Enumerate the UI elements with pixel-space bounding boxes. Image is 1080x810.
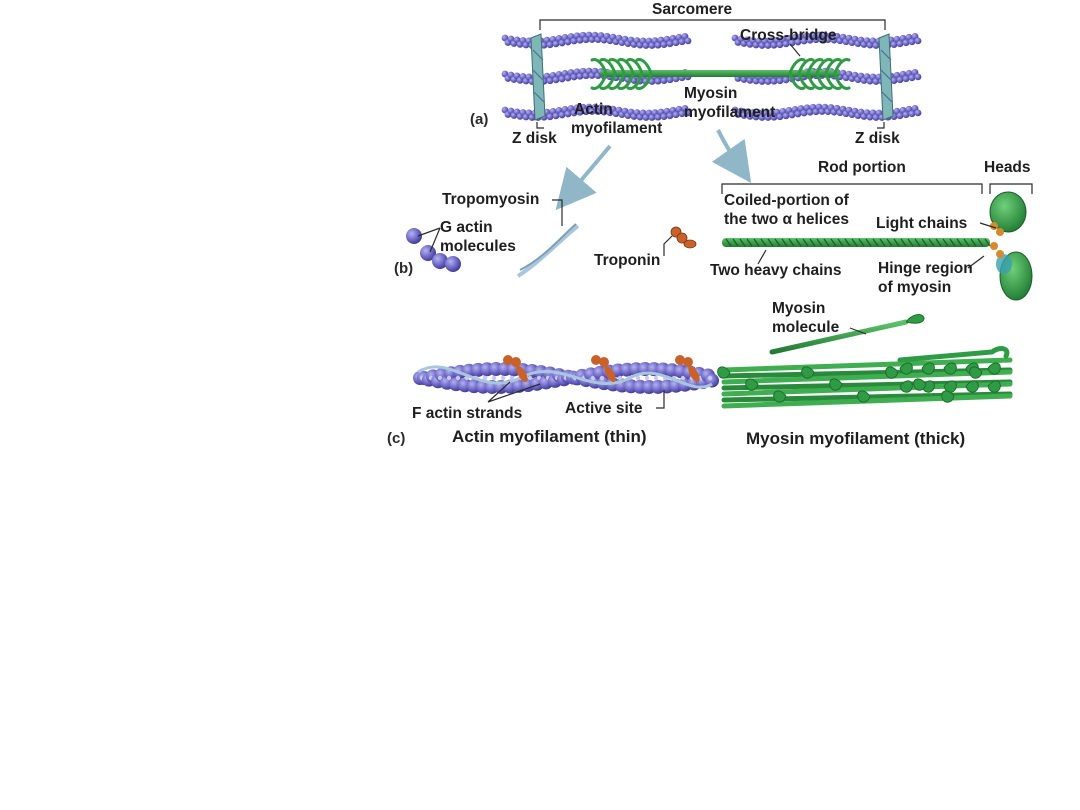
sarcomere-panel: Sarcomere Cross-bridge (a) Z disk Z disk… <box>470 1 922 147</box>
heads-bracket <box>989 183 1033 194</box>
heads-label: Heads <box>984 159 1031 176</box>
myosin-molecule-label-1: Myosin <box>772 300 825 317</box>
two-heavy-chains-label: Two heavy chains <box>710 262 842 279</box>
tropomyosin-label: Tropomyosin <box>442 191 539 208</box>
cross-bridge-heads <box>590 58 851 90</box>
g-actin-label-1: G actin <box>440 219 493 236</box>
thick-filament-caption: Myosin myofilament (thick) <box>746 429 965 448</box>
myosin-molecule <box>769 314 925 355</box>
hinge-region-label-1: Hinge region <box>878 260 973 277</box>
coiled-portion-label-1: Coiled-portion of <box>724 192 850 209</box>
f-actin-thin-filament <box>413 355 719 394</box>
rod-helix-pattern <box>725 238 991 247</box>
g-actin-label-2: molecules <box>440 238 516 255</box>
components-panel: (b) G actin molecules Tropomyosin Tropon… <box>394 159 1033 301</box>
assembled-panel: (c) F actin strands Active site Actin my… <box>387 300 1013 448</box>
hinge-region-label-2: of myosin <box>878 279 951 296</box>
tropomyosin-strand <box>516 223 580 278</box>
myosin-molecule-label-2: molecule <box>772 319 840 336</box>
g-actin-molecules <box>406 228 461 272</box>
z-disk-right-shape <box>878 33 894 121</box>
z-disk-left-shape <box>530 33 546 121</box>
light-chains-label: Light chains <box>876 215 967 232</box>
z-disk-right-label: Z disk <box>855 130 900 147</box>
troponin-complex <box>670 226 697 249</box>
rod-portion-label: Rod portion <box>818 159 906 176</box>
panel-b-label: (b) <box>394 260 413 277</box>
myosin-thick-filament <box>590 58 851 90</box>
arrow-to-myosin-detail <box>711 129 752 184</box>
myosin-thick-bundle <box>717 346 1013 409</box>
active-site-label: Active site <box>565 400 643 417</box>
actin-myofilament-label-2: myofilament <box>571 120 662 137</box>
troponin-sites <box>503 355 700 383</box>
panel-a-label: (a) <box>470 111 488 128</box>
panel-c-label: (c) <box>387 430 405 447</box>
rod-portion-bracket <box>721 183 983 194</box>
z-disk-left-label: Z disk <box>512 130 557 147</box>
sarcomere-bracket <box>539 19 886 30</box>
troponin-label: Troponin <box>594 252 660 269</box>
thin-filament-caption: Actin myofilament (thin) <box>452 427 647 446</box>
tropomyosin-helix <box>417 365 713 389</box>
coiled-portion-label-2: the two α helices <box>724 211 849 228</box>
myosin-myofilament-label-2: myofilament <box>684 104 775 121</box>
arrow-to-actin-detail <box>555 144 612 211</box>
myosin-heads <box>989 191 1033 301</box>
f-actin-strands-label: F actin strands <box>412 405 522 422</box>
actin-myofilament-label-1: Actin <box>574 101 613 118</box>
myosin-rod <box>722 238 991 247</box>
myosin-myofilament-label-1: Myosin <box>684 85 737 102</box>
sarcomere-label: Sarcomere <box>652 1 733 18</box>
cross-bridge-label: Cross-bridge <box>740 27 837 44</box>
